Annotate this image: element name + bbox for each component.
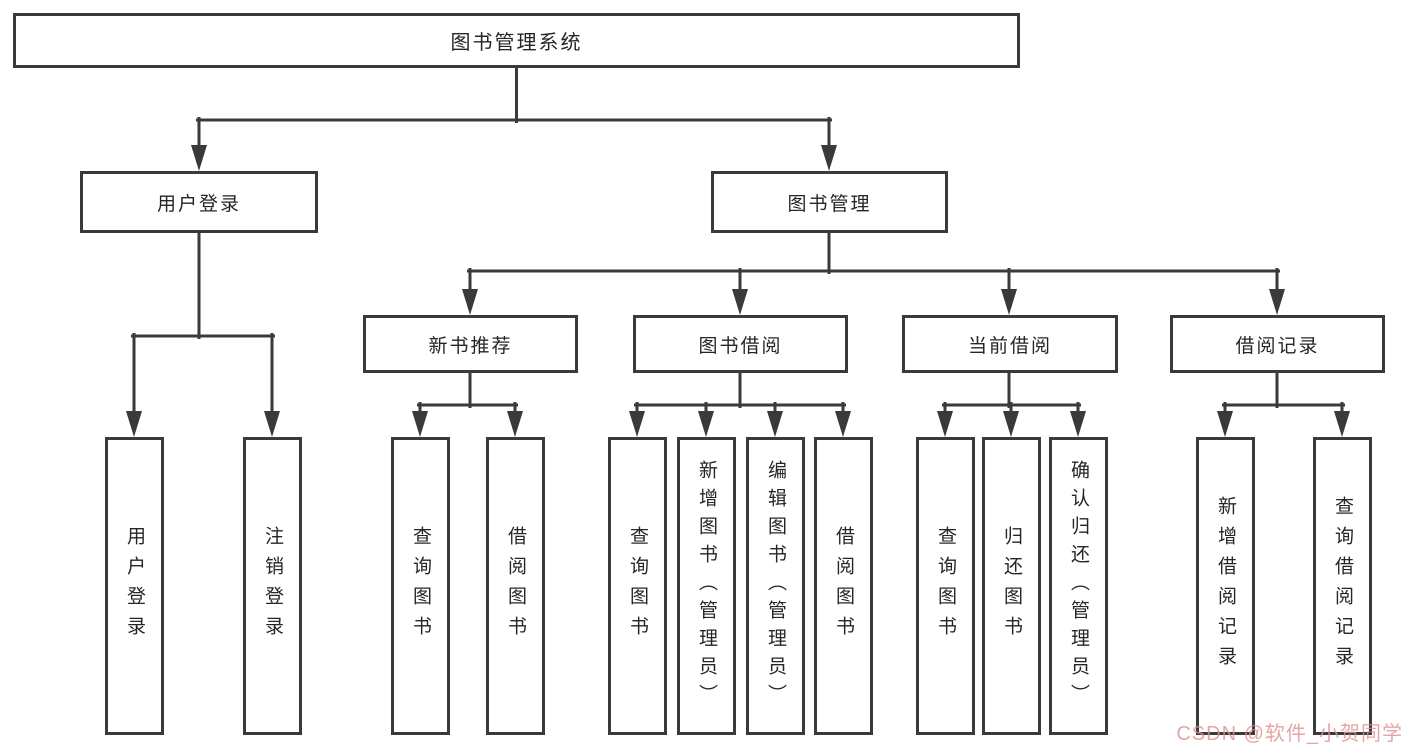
node-user-login: 用户登录 [80,171,318,233]
leaf-nb-borrow-books: 借阅图书 [486,437,545,735]
leaf-bb-add-books-admin: 新增图书（管理员） [677,437,736,735]
leaf-bb-query-books: 查询图书 [608,437,667,735]
leaf-cb-query-books: 查询图书 [916,437,975,735]
node-new-book-recommend: 新书推荐 [363,315,578,373]
leaf-bb-borrow-books: 借阅图书 [814,437,873,735]
node-book-borrow: 图书借阅 [633,315,848,373]
leaf-cb-return-books: 归还图书 [982,437,1041,735]
node-book-management: 图书管理 [711,171,948,233]
node-borrow-records: 借阅记录 [1170,315,1385,373]
leaf-bb-edit-books-admin: 编辑图书（管理员） [746,437,805,735]
leaf-br-add-record: 新增借阅记录 [1196,437,1255,735]
node-root-system: 图书管理系统 [13,13,1020,68]
leaf-logout: 注销登录 [243,437,302,735]
leaf-cb-confirm-return-admin: 确认归还（管理员） [1049,437,1108,735]
node-current-borrow: 当前借阅 [902,315,1118,373]
watermark-text: CSDN @软件_小贺同学 [1176,723,1403,745]
leaf-user-login: 用户登录 [105,437,164,735]
leaf-br-query-record: 查询借阅记录 [1313,437,1372,735]
leaf-nb-query-books: 查询图书 [391,437,450,735]
